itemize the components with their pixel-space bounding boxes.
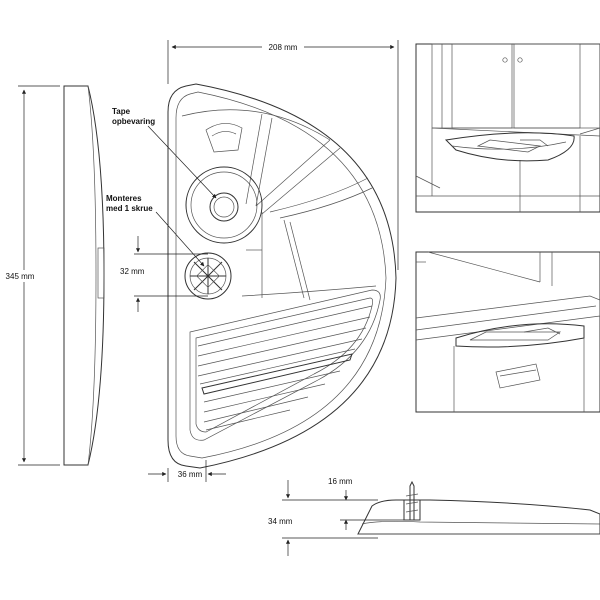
total-height-label: 34 mm <box>268 517 293 526</box>
height-profile-view <box>282 480 600 556</box>
edge-label: 36 mm <box>178 470 203 479</box>
side-profile-view <box>63 85 105 466</box>
ribbed-tray <box>189 289 381 441</box>
width-label: 208 mm <box>269 43 298 52</box>
tape-storage-callout: Tape opbevaring <box>112 107 217 199</box>
tape-callout-line1: Tape <box>112 107 131 116</box>
mount-spacing-dimension: 32 mm <box>120 236 208 312</box>
mount-boss <box>184 252 232 300</box>
top-view <box>167 83 397 469</box>
mount-callout-line2: med 1 skrue <box>106 204 153 213</box>
height-dimension: 345 mm <box>2 85 60 466</box>
mount-callout-line1: Monteres <box>106 194 142 203</box>
installation-view-top <box>415 43 600 213</box>
tape-callout-line2: opbevaring <box>112 117 155 126</box>
edge-dimension: 36 mm <box>148 460 226 482</box>
installation-view-bottom <box>415 251 600 413</box>
width-dimension: 208 mm <box>167 40 399 270</box>
height-label: 345 mm <box>6 272 35 281</box>
screw-height-label: 16 mm <box>328 477 353 486</box>
mount-callout: Monteres med 1 skrue <box>106 194 205 267</box>
mount-spacing-label: 32 mm <box>120 267 145 276</box>
